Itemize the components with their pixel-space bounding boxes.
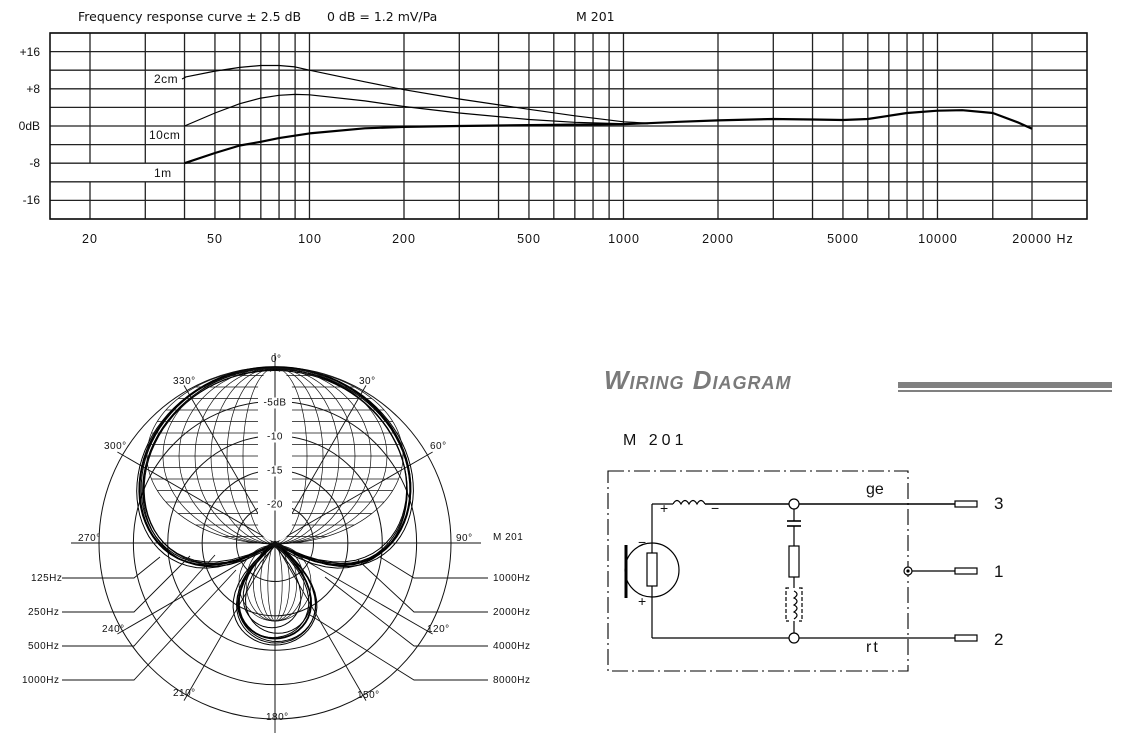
node-top [788,498,800,510]
legend-right-item: 1000Hz [493,573,531,584]
y-tick-label: +16 [19,45,40,59]
angle-label: 30° [359,376,376,387]
wiring-diagram-title: Wiring Diagram [604,365,792,395]
angle-label: 120° [427,624,450,635]
chart-reference: 0 dB = 1.2 mV/Pa [327,9,438,24]
y-tick-label: -16 [22,193,40,207]
wiring-schematic [607,470,978,672]
polar-model-label: M 201 [493,532,524,543]
connector-pin [954,634,978,642]
y-tick-label: +8 [26,82,40,96]
chart-title: Frequency response curve ± 2.5 dB [78,9,302,24]
inductor-plus-sign: + [660,500,669,516]
angle-label: 0° [271,354,282,365]
pin-3-label: 3 [994,494,1004,513]
x-tick-label: 5000 [827,232,859,246]
curve-10cm [184,93,649,127]
angle-label: 270° [78,533,101,544]
angle-label: 90° [456,533,473,544]
inductor-minus-sign: − [711,500,720,516]
shielded-coil [785,587,803,622]
ring-label: -20 [265,499,285,511]
polar-plot [62,353,488,733]
capsule-minus-sign: − [638,534,647,550]
polar-pattern-chart: -5dB -10 -15 -20 0° 30° 60° 90° 120° 150… [0,340,560,736]
polar-curve [136,368,408,629]
curve-label-10cm: 10cm [148,128,182,142]
x-tick-label: 20000 Hz [1012,232,1074,246]
curve-label-2cm: 2cm [153,72,180,86]
curve-2cm [184,64,649,124]
x-tick-label: 50 [207,232,223,246]
legend-right-item: 4000Hz [493,641,531,652]
legend-left-item: 1000Hz [22,675,60,686]
wiring-diagram-section: Wiring Diagram M 201 ge rt 3 1 2 + − − + [560,340,1121,736]
x-tick-label: 20 [82,232,98,246]
chart-model: M 201 [576,9,615,24]
angle-label: 60° [430,441,447,452]
resistor [788,545,800,578]
angle-label: 300° [104,441,127,452]
legend-left-item: 250Hz [28,607,60,618]
wire-label-ge: ge [866,481,884,498]
ring-label: -10 [265,431,285,443]
ring-label: -5dB [261,397,289,409]
capsule-element [646,552,658,587]
node-bottom [788,632,800,644]
angle-label: 240° [102,624,125,635]
x-tick-label: 100 [298,232,322,246]
x-tick-label: 2000 [702,232,734,246]
connector-pin [954,500,978,508]
legend-right-item: 8000Hz [493,675,531,686]
legend-left-item: 125Hz [31,573,63,584]
ring-label: -15 [265,465,285,477]
polar-curve [140,366,412,644]
polar-curve [142,367,414,634]
curve-1m [184,109,1033,165]
angle-label: 210° [173,688,196,699]
pin-1-label: 1 [994,562,1004,581]
legend-right-item: 2000Hz [493,607,531,618]
polar-curve [143,369,411,643]
x-tick-label: 1000 [608,232,640,246]
angle-label: 180° [266,712,289,723]
x-tick-label: 10000 [918,232,958,246]
frequency-response-chart: Frequency response curve ± 2.5 dB 0 dB =… [0,0,1121,260]
angle-label: 330° [173,376,196,387]
angle-label: 150° [357,690,380,701]
connector-pin [954,567,978,575]
x-tick-label: 200 [392,232,416,246]
y-tick-label: -8 [29,156,40,170]
capsule-plus-sign: + [638,593,647,609]
wire-label-rt: rt [866,639,880,656]
legend-left-item: 500Hz [28,641,60,652]
title-rule-thin [898,390,1112,392]
y-tick-label: 0dB [18,119,40,133]
pin-2-label: 2 [994,630,1004,649]
wiring-model-label: M 201 [623,432,688,449]
curve-label-1m: 1m [153,166,173,180]
x-tick-label: 500 [517,232,541,246]
series-inductor [672,499,706,506]
frequency-response-plot [49,32,1088,220]
title-rule-thick [898,382,1112,388]
